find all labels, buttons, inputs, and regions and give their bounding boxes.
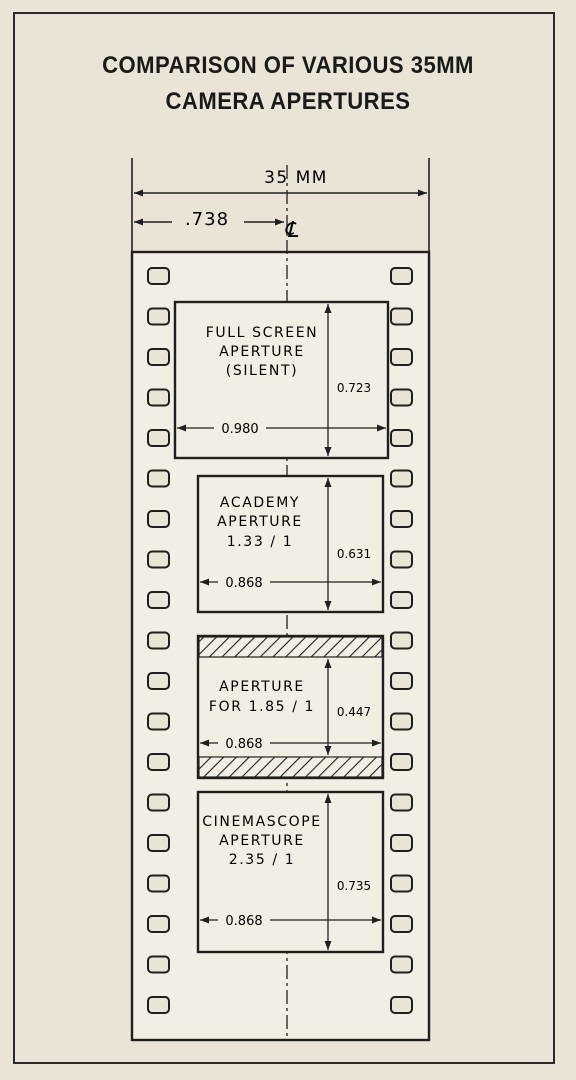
height-value: 0.447 bbox=[337, 705, 371, 719]
perforation-hole bbox=[390, 834, 413, 852]
centerline-symbol: ℄ bbox=[284, 218, 299, 243]
width-value: 0.868 bbox=[225, 576, 262, 591]
aperture-cinemascope: CINEMASCOPE APERTURE 2.35 / 1 0.735 0.86… bbox=[196, 790, 385, 954]
perforation-hole bbox=[390, 267, 413, 285]
perforation-hole bbox=[147, 591, 170, 609]
perforation-hole bbox=[147, 550, 170, 569]
perforation-hole bbox=[147, 955, 170, 974]
aperture-1-85: APERTURE FOR 1.85 / 1 0.447 0.868 bbox=[196, 634, 385, 780]
perforation-hole bbox=[390, 388, 413, 407]
perforation-hole bbox=[147, 672, 170, 690]
perforation-hole bbox=[147, 753, 170, 771]
perforation-hole bbox=[147, 915, 170, 933]
aperture-label-line: APERTURE bbox=[219, 833, 305, 849]
perforation-hole bbox=[390, 550, 413, 569]
perforation-hole bbox=[390, 591, 413, 609]
aperture-label-line: FULL SCREEN bbox=[206, 325, 319, 341]
height-value: 0.723 bbox=[337, 381, 371, 395]
aperture-academy: ACADEMY APERTURE 1.33 / 1 0.631 0.868 bbox=[196, 474, 385, 614]
perforation-hole bbox=[147, 307, 170, 326]
aperture-label-line: APERTURE bbox=[217, 514, 303, 530]
perforation-hole bbox=[147, 429, 170, 447]
perforation-hole bbox=[390, 510, 413, 528]
perforation-hole bbox=[390, 672, 413, 690]
aperture-label-line: 2.35 / 1 bbox=[229, 852, 296, 868]
perforation-hole bbox=[390, 874, 413, 893]
width-value: 0.980 bbox=[221, 422, 258, 437]
perforation-hole bbox=[390, 307, 413, 326]
perforation-hole bbox=[147, 631, 170, 650]
perforation-hole bbox=[147, 712, 170, 731]
perforation-hole bbox=[147, 348, 170, 366]
perforation-hole bbox=[147, 388, 170, 407]
aperture-label-line: FOR 1.85 / 1 bbox=[209, 699, 315, 715]
diagram-title-line-1: COMPARISON OF VARIOUS 35MM bbox=[102, 52, 474, 79]
perforation-hole bbox=[390, 793, 413, 812]
perforation-hole bbox=[390, 915, 413, 933]
perforation-hole bbox=[390, 712, 413, 731]
width-value: 0.868 bbox=[225, 914, 262, 929]
aperture-label-line: ACADEMY bbox=[220, 495, 300, 511]
aperture-label-line: APERTURE bbox=[219, 344, 305, 360]
aperture-label-line: 1.33 / 1 bbox=[227, 534, 294, 550]
aperture-full-screen: FULL SCREEN APERTURE (SILENT) 0.723 0.98… bbox=[173, 300, 390, 460]
perforation-hole bbox=[390, 429, 413, 447]
aperture-label-line: CINEMASCOPE bbox=[202, 814, 321, 830]
aperture-label-line: (SILENT) bbox=[226, 363, 298, 379]
perforation-hole bbox=[147, 834, 170, 852]
perforation-hole bbox=[390, 955, 413, 974]
film-width-label: 35 MM bbox=[264, 168, 328, 188]
height-value: 0.735 bbox=[337, 879, 371, 893]
height-value: 0.631 bbox=[337, 547, 371, 561]
bottom-matte-hatch bbox=[198, 756, 383, 778]
perforation-hole bbox=[147, 996, 170, 1014]
perforation-hole bbox=[390, 469, 413, 488]
perforation-hole bbox=[147, 469, 170, 488]
perforation-hole bbox=[147, 267, 170, 285]
centerline-offset-label: .738 bbox=[185, 209, 229, 230]
width-value: 0.868 bbox=[225, 737, 262, 752]
perforation-hole bbox=[390, 631, 413, 650]
perforation-hole bbox=[390, 996, 413, 1014]
page-frame bbox=[13, 12, 555, 1064]
diagram-title-line-2: CAMERA APERTURES bbox=[165, 88, 411, 115]
perforation-hole bbox=[147, 793, 170, 812]
aperture-label-line: APERTURE bbox=[219, 679, 305, 695]
perforation-hole bbox=[147, 874, 170, 893]
perforation-hole bbox=[390, 348, 413, 366]
perforation-hole bbox=[390, 753, 413, 771]
top-matte-hatch bbox=[198, 636, 383, 658]
perforation-hole bbox=[147, 510, 170, 528]
